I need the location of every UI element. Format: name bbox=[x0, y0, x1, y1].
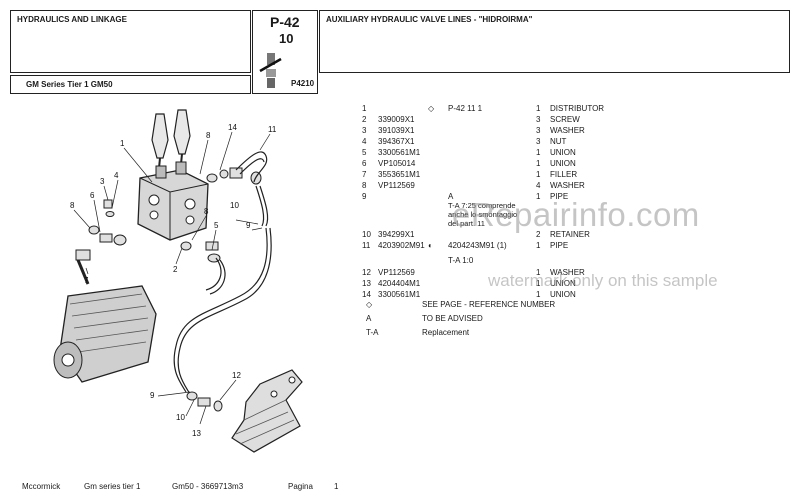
part-title: AUXILIARY HYDRAULIC VALVE LINES - "HIDRO… bbox=[326, 15, 533, 24]
engine-pump bbox=[53, 285, 157, 383]
parts-list: 1 ◇ P-42 11 1 1 DISTRIBUTOR 2 339009X1 3… bbox=[362, 104, 605, 299]
item11-note: T-A 1:0 bbox=[448, 256, 474, 265]
callout-6: 6 bbox=[90, 191, 95, 200]
footer-series: Gm series tier 1 bbox=[84, 482, 141, 491]
callout-10b: 10 bbox=[176, 413, 185, 422]
callout-10a: 10 bbox=[230, 201, 239, 210]
callout-9b: 9 bbox=[150, 391, 155, 400]
see-page-icon: ◇ bbox=[428, 104, 435, 113]
section-title: HYDRAULICS AND LINKAGE bbox=[17, 15, 127, 24]
callout-14: 14 bbox=[228, 123, 237, 132]
item9-note-line2: anche lo smontaggio bbox=[448, 210, 518, 219]
model-title: GM Series Tier 1 GM50 bbox=[26, 80, 113, 89]
page-code-box: P-42 10 P4210 bbox=[252, 10, 318, 94]
footer-page-label: Pagina bbox=[288, 482, 313, 491]
lower-fittings bbox=[186, 391, 223, 412]
model-title-box: GM Series Tier 1 GM50 bbox=[10, 75, 251, 94]
callout-1: 1 bbox=[120, 139, 125, 148]
tool-icon bbox=[259, 53, 282, 88]
watermark-notice: watermark only on this sample bbox=[488, 271, 718, 290]
figure-ref: P4210 bbox=[291, 79, 315, 88]
callout-labels: 1 2 3 4 5 6 7 8 8 8 9 9 10 10 11 12 13 1… bbox=[70, 123, 277, 438]
section-title-box: HYDRAULICS AND LINKAGE bbox=[10, 10, 251, 73]
callout-4: 4 bbox=[114, 171, 119, 180]
legend: ◇ SEE PAGE - REFERENCE NUMBER A TO BE AD… bbox=[366, 300, 556, 337]
callout-13: 13 bbox=[192, 429, 201, 438]
callout-9a: 9 bbox=[246, 221, 251, 230]
part-title-box: AUXILIARY HYDRAULIC VALVE LINES - "HIDRO… bbox=[319, 10, 790, 73]
callout-2: 2 bbox=[173, 265, 178, 274]
footer-model-code: Gm50 - 3669713m3 bbox=[172, 482, 244, 491]
page-sub: 10 bbox=[279, 31, 294, 46]
callout-8b: 8 bbox=[70, 201, 75, 210]
page-code: P-42 bbox=[270, 14, 300, 30]
watermark-site: eRepairinfo.com bbox=[452, 196, 700, 233]
footer-page-number: 1 bbox=[334, 482, 339, 491]
callout-7: 7 bbox=[84, 276, 89, 285]
valve-body bbox=[137, 161, 209, 241]
fittings bbox=[75, 167, 262, 285]
exploded-diagram: 1 2 3 4 5 6 7 8 8 8 9 9 10 10 11 12 13 1… bbox=[53, 109, 303, 453]
leader-lines bbox=[73, 131, 271, 425]
callout-3: 3 bbox=[100, 177, 105, 186]
callout-8a: 8 bbox=[206, 131, 211, 140]
item9-note-line3: del part. 11 bbox=[448, 219, 485, 228]
item9-advised: A bbox=[448, 192, 454, 201]
footer: Mccormick Gm series tier 1 Gm50 - 366971… bbox=[0, 482, 800, 496]
item9-note-line1: T-A 7:25 comprende bbox=[448, 201, 516, 210]
mounting-bracket bbox=[231, 369, 303, 453]
callout-11: 11 bbox=[268, 125, 277, 134]
callout-8c: 8 bbox=[204, 207, 209, 216]
callout-5: 5 bbox=[214, 221, 219, 230]
footer-brand: Mccormick bbox=[22, 482, 61, 491]
hydraulic-pipes bbox=[173, 151, 272, 395]
replacement-icon: ◐ bbox=[428, 241, 433, 250]
control-levers bbox=[151, 109, 191, 179]
callout-12: 12 bbox=[232, 371, 241, 380]
